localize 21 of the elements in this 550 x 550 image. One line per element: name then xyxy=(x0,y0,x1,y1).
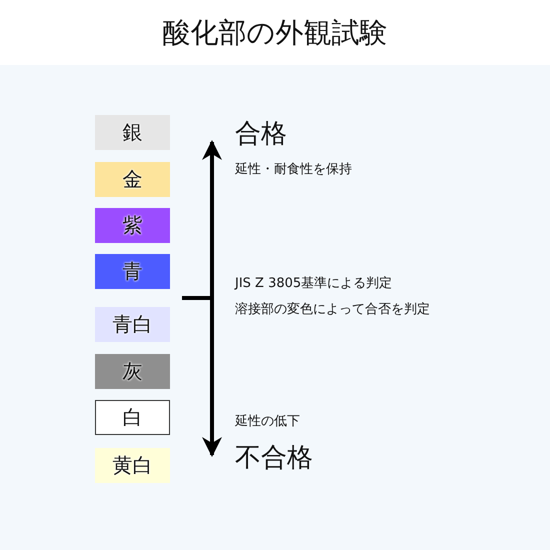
color-swatch xyxy=(95,400,170,435)
swatch-label: 灰 xyxy=(122,358,142,385)
color-swatch xyxy=(95,162,170,197)
swatch-label: 青白 xyxy=(112,311,152,338)
diagram-title: 酸化部の外観試験 xyxy=(162,15,388,51)
swatch-label: 白 xyxy=(122,404,142,431)
color-swatch xyxy=(95,354,170,389)
color-swatch xyxy=(95,448,170,483)
swatch-label: 青 xyxy=(122,258,142,285)
color-swatch xyxy=(95,208,170,243)
swatch-label: 紫 xyxy=(122,212,142,239)
note-text: 延性・耐食性を保持 xyxy=(235,161,352,178)
color-swatch xyxy=(95,254,170,289)
note-text: 延性の低下 xyxy=(235,413,300,430)
note-text: 溶接部の変色によって合否を判定 xyxy=(235,301,430,318)
swatch-label: 金 xyxy=(122,166,142,193)
swatch-label: 銀 xyxy=(122,119,142,146)
swatch-label: 黄白 xyxy=(112,452,152,479)
verdict-heading: 合格 xyxy=(235,118,287,151)
note-text: JIS Z 3805基準による判定 xyxy=(235,275,392,292)
verdict-heading: 不合格 xyxy=(235,442,313,475)
